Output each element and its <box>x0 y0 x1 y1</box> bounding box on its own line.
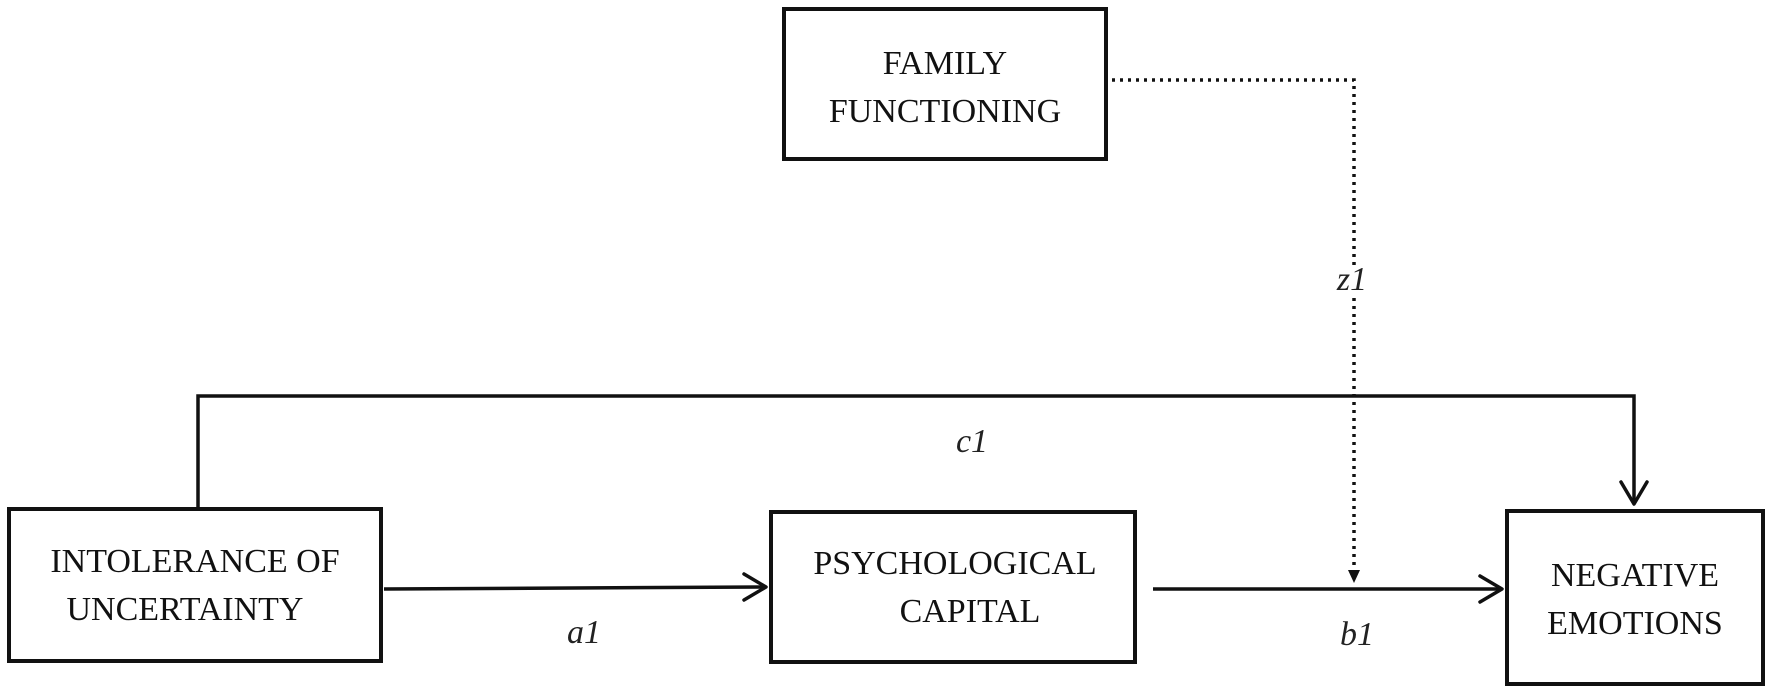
negative-emotions-line2: EMOTIONS <box>1547 605 1723 642</box>
label-c1: c1 <box>956 423 988 460</box>
family-functioning-line2: FUNCTIONING <box>829 93 1061 130</box>
negative-emotions-line1: NEGATIVE <box>1551 557 1719 594</box>
moderation-arrowhead <box>1348 570 1360 583</box>
node-family-functioning: FAMILY FUNCTIONING <box>782 7 1108 161</box>
path-z1-moderation: z1 <box>1112 78 1367 583</box>
node-psychological-capital: PSYCHOLOGICAL CAPITAL <box>769 510 1137 664</box>
path-c1: c1 <box>196 394 1649 507</box>
path-a1: a1 <box>383 572 768 651</box>
label-z1: z1 <box>1336 261 1367 298</box>
node-negative-emotions: NEGATIVE EMOTIONS <box>1505 509 1765 686</box>
intolerance-line1: INTOLERANCE OF <box>50 543 339 580</box>
psych-capital-line1: PSYCHOLOGICAL <box>813 545 1096 582</box>
label-a1: a1 <box>567 614 601 651</box>
intolerance-line2: UNCERTAINTY <box>67 591 304 628</box>
label-b1: b1 <box>1340 616 1374 653</box>
node-intolerance-of-uncertainty: INTOLERANCE OF UNCERTAINTY <box>7 507 383 663</box>
family-functioning-line1: FAMILY <box>883 45 1007 82</box>
psych-capital-line2: CAPITAL <box>900 593 1041 630</box>
path-b1: b1 <box>1153 574 1504 653</box>
